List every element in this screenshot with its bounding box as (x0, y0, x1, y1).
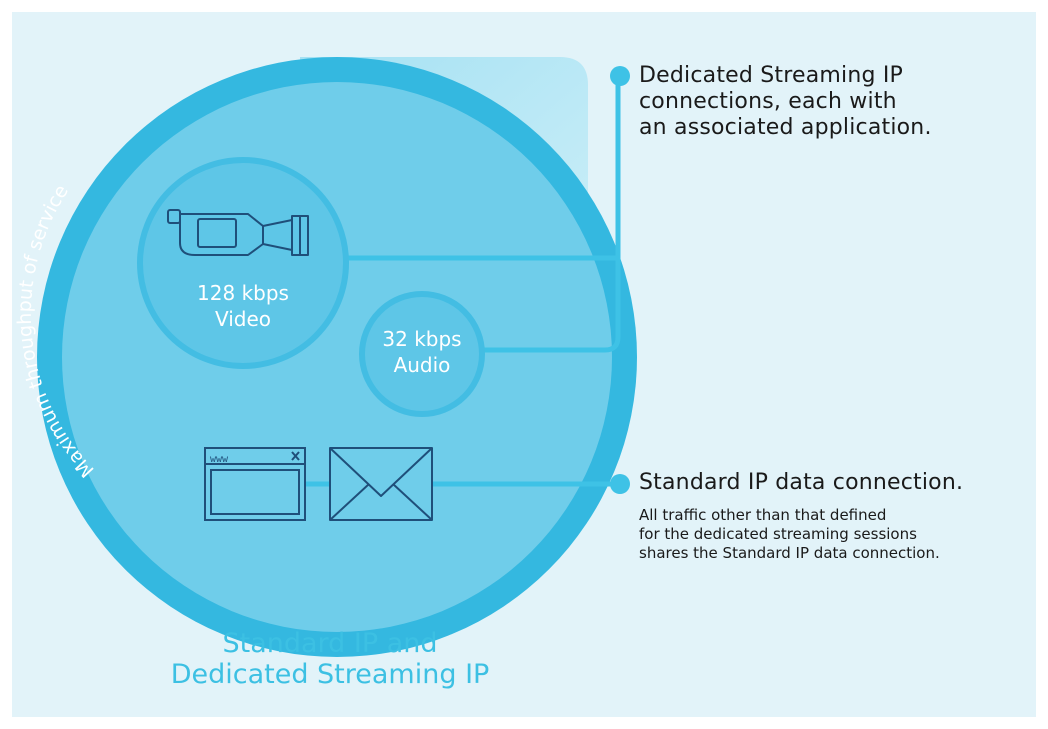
audio-name: Audio (393, 353, 451, 377)
audio-label: 32 kbps Audio (367, 326, 477, 378)
browser-www-text: www (210, 454, 229, 465)
video-label: 128 kbps Video (183, 280, 303, 332)
standard-callout-line: shares the Standard IP data connection. (639, 544, 940, 562)
streaming-callout-line: connections, each with (639, 89, 897, 114)
diagram-title-line: Dedicated Streaming IP (170, 659, 490, 690)
connector-lines (305, 76, 621, 487)
video-circle (137, 157, 349, 369)
standard-callout-dot (610, 474, 630, 494)
streaming-callout-line: Dedicated Streaming IP (639, 63, 904, 88)
inner-circle (62, 82, 612, 632)
streaming-callout-dot (610, 66, 630, 86)
browser-window-icon (204, 447, 306, 521)
standard-callout: Standard IP data connection. All traffic… (639, 470, 1039, 563)
video-camera-icon (167, 209, 309, 256)
streaming-callout: Dedicated Streaming IP connections, each… (639, 63, 999, 141)
streaming-callout-line: an associated application. (639, 115, 932, 140)
diagram-title: Standard IP and Dedicated Streaming IP (150, 628, 510, 690)
audio-circle (359, 291, 485, 417)
audio-rate: 32 kbps (382, 327, 462, 351)
standard-callout-line: for the dedicated streaming sessions (639, 525, 917, 543)
standard-callout-title: Standard IP data connection. (639, 470, 964, 495)
video-rate: 128 kbps (197, 281, 289, 305)
envelope-icon (329, 447, 433, 521)
audio-connector (460, 76, 621, 353)
standard-callout-line: All traffic other than that defined (639, 506, 887, 524)
diagram-title-line: Standard IP and (222, 628, 438, 659)
video-name: Video (214, 307, 272, 331)
